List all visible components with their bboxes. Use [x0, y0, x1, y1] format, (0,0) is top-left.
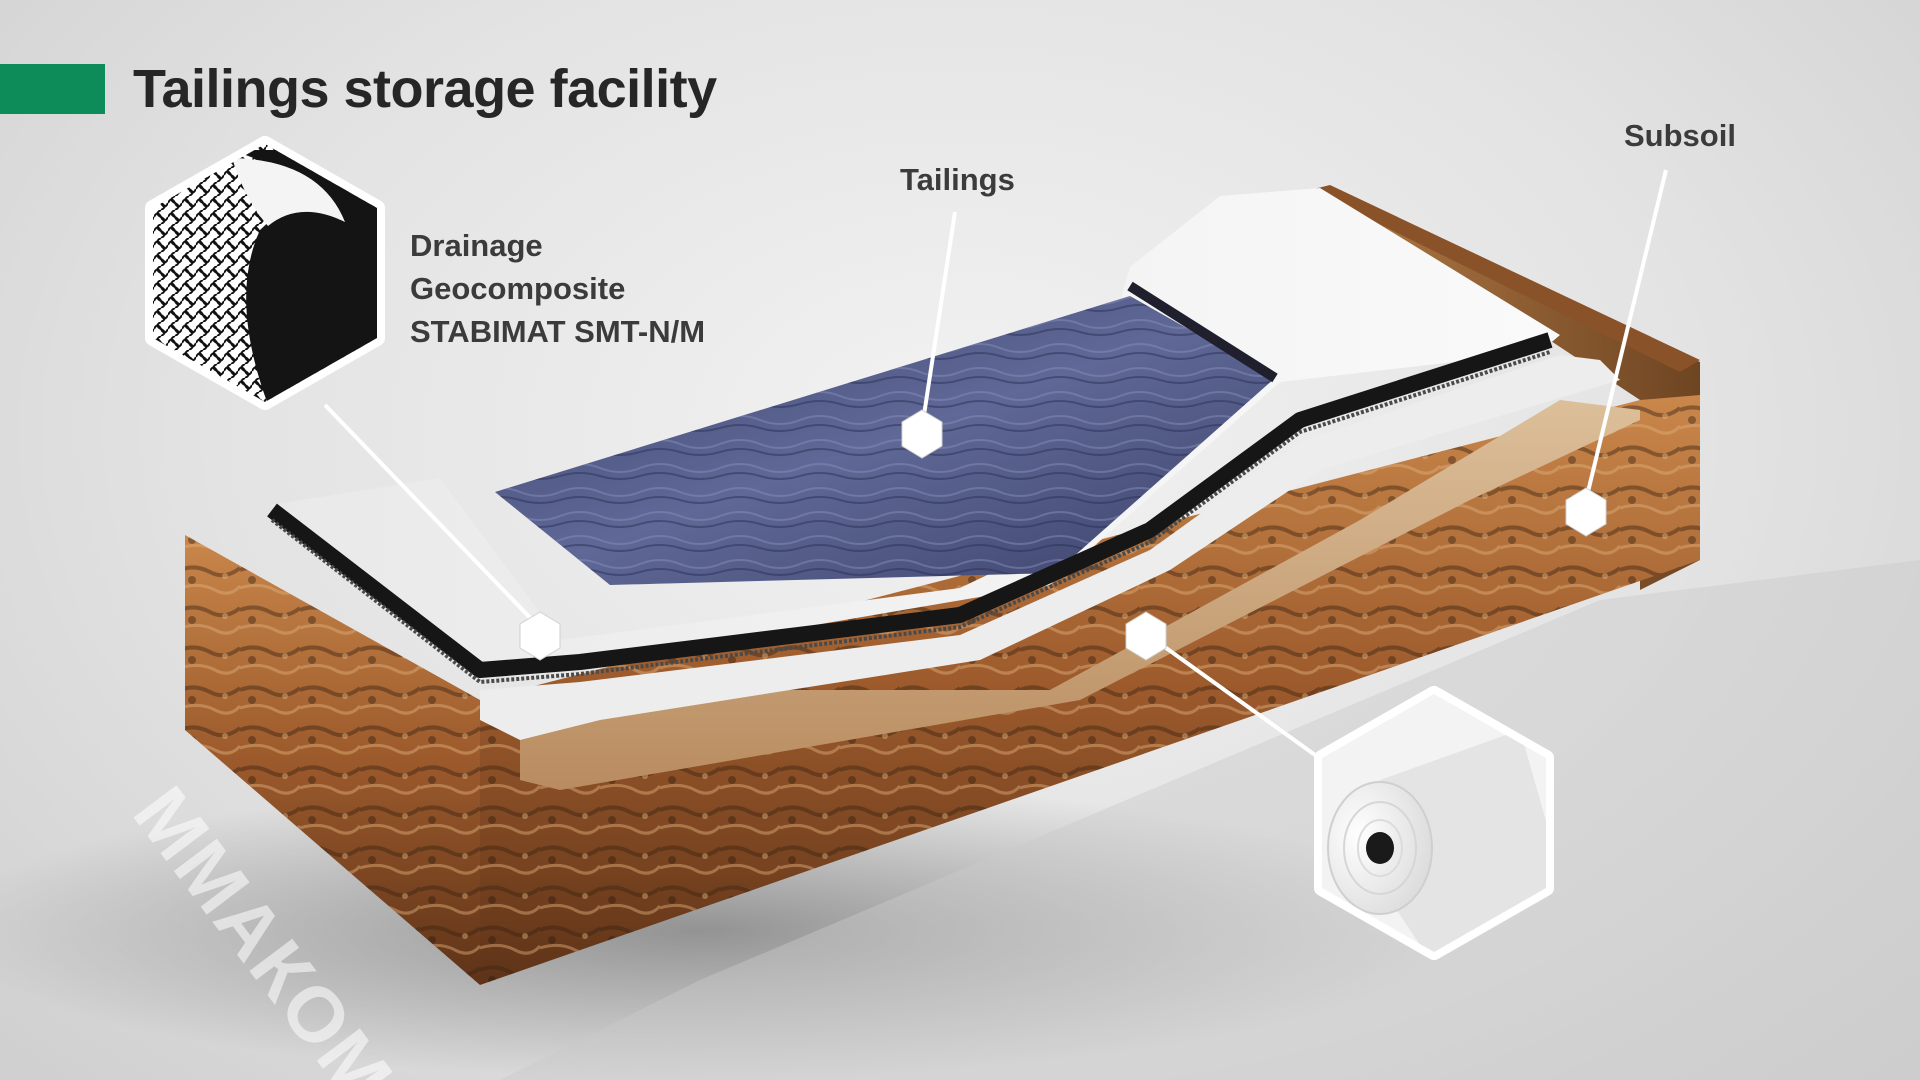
hexagon-marker-icon[interactable] [1565, 487, 1607, 537]
leader-line-tailings [920, 211, 957, 429]
leader-line-subsoil [1584, 169, 1668, 501]
hexagon-marker-icon[interactable] [901, 409, 943, 459]
ground-concrete-patch [500, 560, 1920, 1080]
drainage-geocomposite-sample-icon [145, 136, 385, 410]
page-title: Tailings storage facility [133, 59, 717, 119]
label-tailings: Tailings [900, 162, 1015, 197]
hexagon-marker-icon[interactable] [519, 611, 561, 661]
geocomposite-band [267, 332, 1553, 678]
soil-rim-top [1310, 185, 1700, 372]
label-subsoil: Subsoil [1624, 118, 1736, 153]
label-drainage-line-1: Drainage [410, 228, 543, 263]
label-drainage-line-2: Geocomposite [410, 271, 626, 306]
geocomposite-band-edge [270, 350, 1551, 684]
leader-line-drainage [323, 403, 542, 630]
geotextile-roll-icon [1314, 686, 1554, 960]
label-drainage-geocomposite: Drainage Geocomposite STABIMAT SMT-N/M [410, 224, 705, 353]
tailings-surface-texture [495, 296, 1275, 585]
lower-liner [480, 355, 1620, 740]
leader-line-geotextile [1146, 633, 1324, 762]
hexagon-marker-icon[interactable] [1125, 611, 1167, 661]
label-drainage-line-3: STABIMAT SMT-N/M [410, 314, 706, 349]
sand-layer [520, 400, 1640, 790]
tailings-rim [1127, 281, 1278, 383]
top-liner-surface [270, 188, 1560, 665]
title-accent-bar [0, 64, 105, 114]
